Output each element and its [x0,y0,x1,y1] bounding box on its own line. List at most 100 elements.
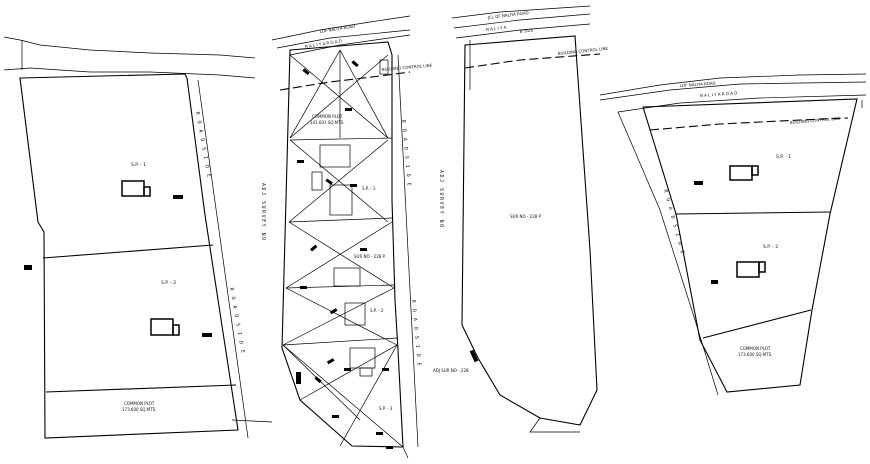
sheet4-marker-2 [711,280,718,284]
sheet1-divider-2 [45,384,237,393]
sheet3-building-control-line [464,53,601,69]
sheet1-plot1-label: S.P. - 1 [131,162,146,168]
sheet-3-survey-outline: JCL OF NALIYA ROAD N A L I Y A B SIDE BU… [433,5,609,433]
sheet2-h-line-4 [282,337,398,346]
sheet3-bottom-note: ADJ SUR NO - 228 [433,368,469,373]
sheet2-building-control-line [279,71,411,91]
sheet2-diag-2 [289,54,389,139]
sheet1-road-edge-bottom [3,67,256,79]
sheet2-road-band: N A L I Y A R O A D [304,38,342,49]
sheet2-h-line-2 [288,217,393,223]
sheet3-marker [469,349,479,363]
sheet2-diag-14 [299,344,398,401]
sheet2-diag-7 [288,221,395,289]
sheet4-house-2-annex [758,261,766,273]
sheet4-road-band: N A L I Y A R O A D [700,90,738,98]
sheet2-road-edge-low [289,34,411,56]
sheet2-sp3-label: S.P. - 3 [379,406,393,411]
sheet4-road-edge-mid [599,81,867,101]
sheet2-diag-4 [339,49,389,139]
sheet3-road-sub: B SIDE [520,27,534,34]
sheet3-control-line-label: BUILDING CONTROL LINE [558,46,609,56]
sheet2-road-edge-top [271,15,411,41]
sheet2-plot-box-6 [349,347,376,369]
sheet2-diag-3 [289,49,341,139]
sheet3-bottom-tail [529,417,580,433]
sheet2-right-note-2: R O A D S I D E [410,300,422,368]
sheet2-road-edge-mid [276,29,411,49]
sheet1-common-plot-label: COMMON PLOT [124,401,155,406]
sheet2-left-note: ADJ SURVEY NO [260,183,266,242]
sheet4-road-edge-top [599,73,867,96]
sheet2-dimension-markers [296,60,393,449]
sheet-2-subdivision-survey: LDF NALIYA ROAD N A L I Y A R O A D BUIL… [260,15,433,459]
sheet2-right-note-1: R O A D S I D E [400,120,412,188]
sheet4-plot2-label: S.P. - 2 [763,244,778,250]
sheet1-road-side-label-2: R O A D S I D E [228,287,246,355]
sheet1-road-side-line [197,79,249,439]
sheet1-house-2 [150,318,174,336]
sheet2-diag-12 [339,344,398,447]
sheet4-boundary [642,98,858,393]
sheet1-house-1 [121,180,145,197]
sheet2-corner-box [379,59,389,75]
sheet1-marker-1 [173,195,183,199]
sheet4-house-1-annex [751,165,759,176]
sheet1-bottom-tail [231,419,273,423]
sheet1-road-edge-top [3,36,256,59]
sheet1-marker-3 [24,265,32,270]
sheet4-common-area-label: 173.600 SQ.MTS. [738,352,772,357]
sheet4-control-line-label: BUILDING CONTROL LINE [790,116,841,125]
sheet3-road-edge-top [451,5,591,19]
sheet2-diag-11 [282,344,404,448]
sheet2-sp2-label: S.P. - 2 [370,308,384,313]
sheet3-road-edge-low [455,23,591,39]
sheet4-divider-2 [702,309,812,339]
sheet2-plot-box-4 [333,267,361,287]
sheet2-h-line-1 [289,137,393,141]
sheet2-control-line-label: BUILDING CONTROL LINE [382,63,433,72]
sheet1-common-area-label: 173.600 SQ.MTS. [122,407,156,412]
sheet4-house-1 [729,165,753,181]
sheet4-road-edge-low [617,94,867,113]
sheet1-road-side-label-1: R O A D S I D E [194,111,212,179]
sheet-4-plot-layout: LDF NALIYA ROAD N A L I Y A R O A D BUIL… [599,73,867,396]
sheet2-diag-6 [288,139,389,223]
sheet2-plot-box-3 [311,171,323,191]
sheet3-survey-label: SUR NO - 228 P [510,214,542,219]
sheet2-plot-box-1 [319,144,351,168]
sheet4-road-side-line [617,111,719,396]
sheet-1-plot-layout: S.P. - 1 S.P. - 2 COMMON PLOT 173.600 SQ… [3,36,273,439]
sheet4-common-plot-label: COMMON PLOT [740,346,771,351]
sheet4-divider-1 [675,211,831,215]
sheet2-road-title: LDF NALIYA ROAD [319,23,355,34]
sheet3-road-edge-mid [453,13,591,29]
sheet2-diag-13 [282,344,361,421]
sheet1-marker-2 [202,333,212,337]
sheet2-common-plot-label: COMMON PLOT [312,114,343,119]
sheet2-diag-9 [285,287,398,346]
sheet1-divider-1 [42,244,214,259]
sheet2-bottom-tail [402,446,409,459]
sheet2-plot-box-5 [344,302,366,326]
sheet2-sp1-label: S.P. - 1 [362,186,376,191]
sheet3-road-title: JCL OF NALIYA ROAD [487,10,529,20]
sheet4-building-control-line [649,117,849,131]
sheet2-plot-box-2 [329,184,353,216]
sheet1-boundary [19,73,239,439]
sheet2-survey-label: SUR NO - 228 P [354,254,386,259]
sheet3-boundary [461,35,598,426]
sheet4-road-side-label: R O A D S I D E [662,189,685,256]
sheet2-common-area-label: 141.601 SQ.MTS. [310,120,344,125]
sheet2-diag-10 [282,287,395,346]
sheet1-house-2-annex [172,324,180,336]
sheet1-house-1-annex [143,186,151,197]
sheet2-plot-box-7 [359,367,373,377]
sheet4-plot1-label: S.P. - 1 [776,154,791,160]
sheet3-road-band: N A L I Y A [486,24,507,32]
sheet2-diag-8 [285,221,393,289]
sheet2-boundary [281,41,404,448]
sheet4-house-2 [736,261,760,278]
